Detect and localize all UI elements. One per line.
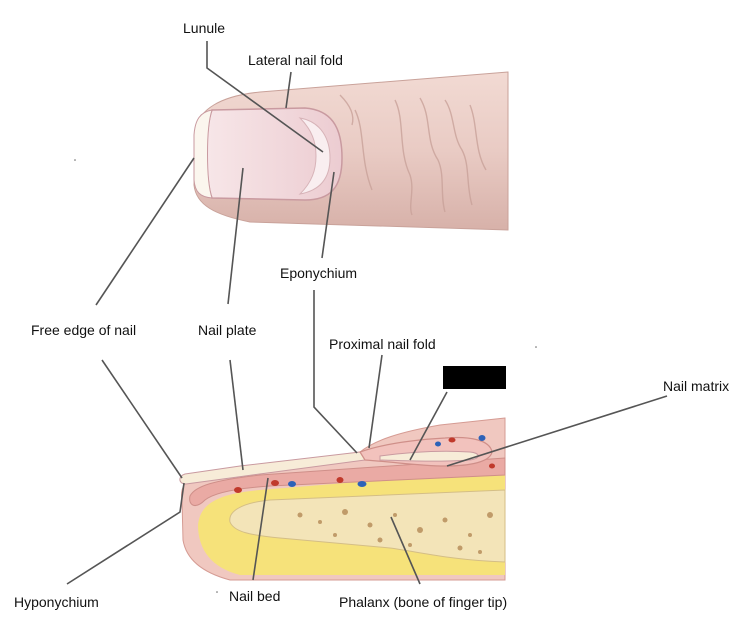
leader-free-edge-section bbox=[101, 359, 183, 479]
leader-nail-plate-top bbox=[227, 167, 244, 305]
leader-lunule bbox=[206, 41, 324, 153]
label-nail-bed: Nail bed bbox=[229, 588, 281, 604]
leader-nail-plate-section bbox=[229, 359, 244, 471]
nail-section-illustration bbox=[179, 417, 506, 581]
leader-free-edge-top bbox=[95, 157, 195, 306]
blood-vessels bbox=[234, 435, 495, 493]
leader-eponychium bbox=[321, 171, 335, 259]
label-lunule: Lunule bbox=[183, 20, 226, 36]
leader-nail-bed bbox=[252, 477, 269, 581]
speck bbox=[74, 159, 76, 161]
leader-proximal-nail-fold bbox=[368, 354, 383, 449]
speck bbox=[535, 346, 537, 348]
leader-nail-matrix bbox=[446, 395, 668, 467]
label-phalanx: Phalanx (bone of finger tip) bbox=[339, 594, 508, 610]
redacted-label-box bbox=[443, 366, 506, 389]
speck bbox=[216, 591, 218, 593]
free-edge-shape bbox=[193, 109, 213, 199]
bone-speckles bbox=[297, 509, 493, 554]
knuckle-wrinkles bbox=[339, 94, 487, 216]
label-proximal-nail-fold: Proximal nail fold bbox=[329, 336, 436, 352]
leader-redacted bbox=[409, 391, 448, 461]
label-eponychium: Eponychium bbox=[280, 265, 358, 281]
label-hyponychium: Hyponychium bbox=[14, 594, 99, 610]
nail-bed-dermis bbox=[189, 457, 506, 506]
fingertip-illustration bbox=[193, 71, 509, 231]
lunule-shape bbox=[298, 117, 331, 195]
leader-eponychium-section bbox=[313, 290, 358, 454]
label-nail-plate: Nail plate bbox=[198, 322, 257, 338]
label-free-edge: Free edge of nail bbox=[31, 322, 137, 338]
label-nail-matrix: Nail matrix bbox=[663, 378, 730, 394]
label-lateral-nail-fold: Lateral nail fold bbox=[248, 52, 343, 68]
leader-lateral-nail-fold bbox=[285, 71, 292, 109]
leader-hyponychium bbox=[66, 482, 185, 585]
leader-lines bbox=[66, 41, 668, 585]
nail-plate-section bbox=[179, 451, 366, 485]
leader-phalanx bbox=[390, 516, 421, 585]
